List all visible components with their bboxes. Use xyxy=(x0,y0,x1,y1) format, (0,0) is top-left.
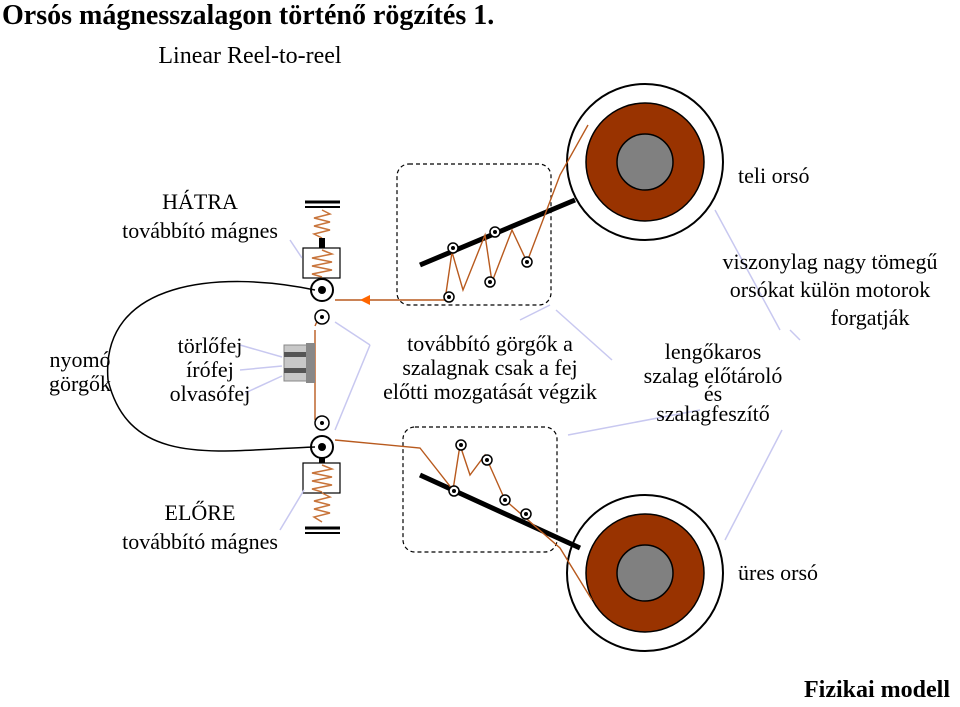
tension-arm-note: lengőkaros szalag előtároló és szalagfes… xyxy=(618,340,808,426)
pinch-roller-link-upper xyxy=(107,280,316,381)
capstan-note-line1: továbbító görgők a xyxy=(407,331,573,356)
upper-magnet xyxy=(302,200,341,279)
heads-label: törlőfej írófej olvasófej xyxy=(150,334,270,406)
pinch-roller-link-lower xyxy=(107,379,316,452)
pinch-roller-label: nyomó görgők xyxy=(30,348,130,396)
lower-buffer-box xyxy=(402,426,558,553)
motor-note-line1: viszonylag nagy tömegű xyxy=(722,249,938,274)
motor-note-line3: forgatják xyxy=(830,305,910,330)
tape-direction-arrow xyxy=(360,295,370,305)
pinch-roller-label-line1: nyomó xyxy=(49,347,111,372)
motor-note-line2: orsókat külön motorok xyxy=(729,277,931,302)
capstan-note: továbbító görgők a szalagnak csak a fej … xyxy=(355,332,625,404)
forward-magnet-label-line1: ELŐRE xyxy=(164,500,236,525)
full-reel xyxy=(566,83,724,241)
motor-note: viszonylag nagy tömegű orsókat külön mot… xyxy=(700,250,960,330)
empty-reel-label: üres orsó xyxy=(738,560,819,585)
tension-arm-note-line3: és xyxy=(703,381,723,406)
capstan-note-line3: előtti mozgatását végzik xyxy=(383,379,597,404)
heads-label-read: olvasófej xyxy=(169,381,251,406)
pinch-rollers xyxy=(310,278,334,459)
forward-magnet-label: ELŐRE továbbító mágnes xyxy=(100,501,300,554)
upper-buffer-box xyxy=(396,163,552,306)
empty-reel xyxy=(566,494,724,652)
tension-arm-note-line4: szalagfeszítő xyxy=(656,401,770,426)
forward-magnet-label-line2: továbbító mágnes xyxy=(122,529,278,554)
back-magnet-label-line2: továbbító mágnes xyxy=(122,218,278,243)
heads-label-write: írófej xyxy=(186,357,234,382)
lower-magnet xyxy=(302,453,341,534)
tension-arm-note-line2: szalag előtároló xyxy=(643,363,783,388)
lower-tension-arm xyxy=(418,472,582,551)
footer-label: Fizikai modell xyxy=(804,677,950,703)
tape-heads xyxy=(283,343,315,383)
page-subtitle: Linear Reel-to-reel xyxy=(158,43,342,69)
full-reel-label: teli orsó xyxy=(738,163,810,188)
tension-arm-note-line1: lengőkaros xyxy=(664,339,762,364)
pointer-lines xyxy=(239,209,801,541)
pinch-roller-label-line2: görgők xyxy=(49,371,111,396)
back-magnet-label: HÁTRA továbbító mágnes xyxy=(100,190,300,243)
back-magnet-label-line1: HÁTRA xyxy=(162,189,238,214)
capstan-note-line2: szalagnak csak a fej xyxy=(402,355,578,380)
page-title: Orsós mágnesszalagon történő rögzítés 1. xyxy=(2,0,495,31)
heads-label-erase: törlőfej xyxy=(177,333,243,358)
